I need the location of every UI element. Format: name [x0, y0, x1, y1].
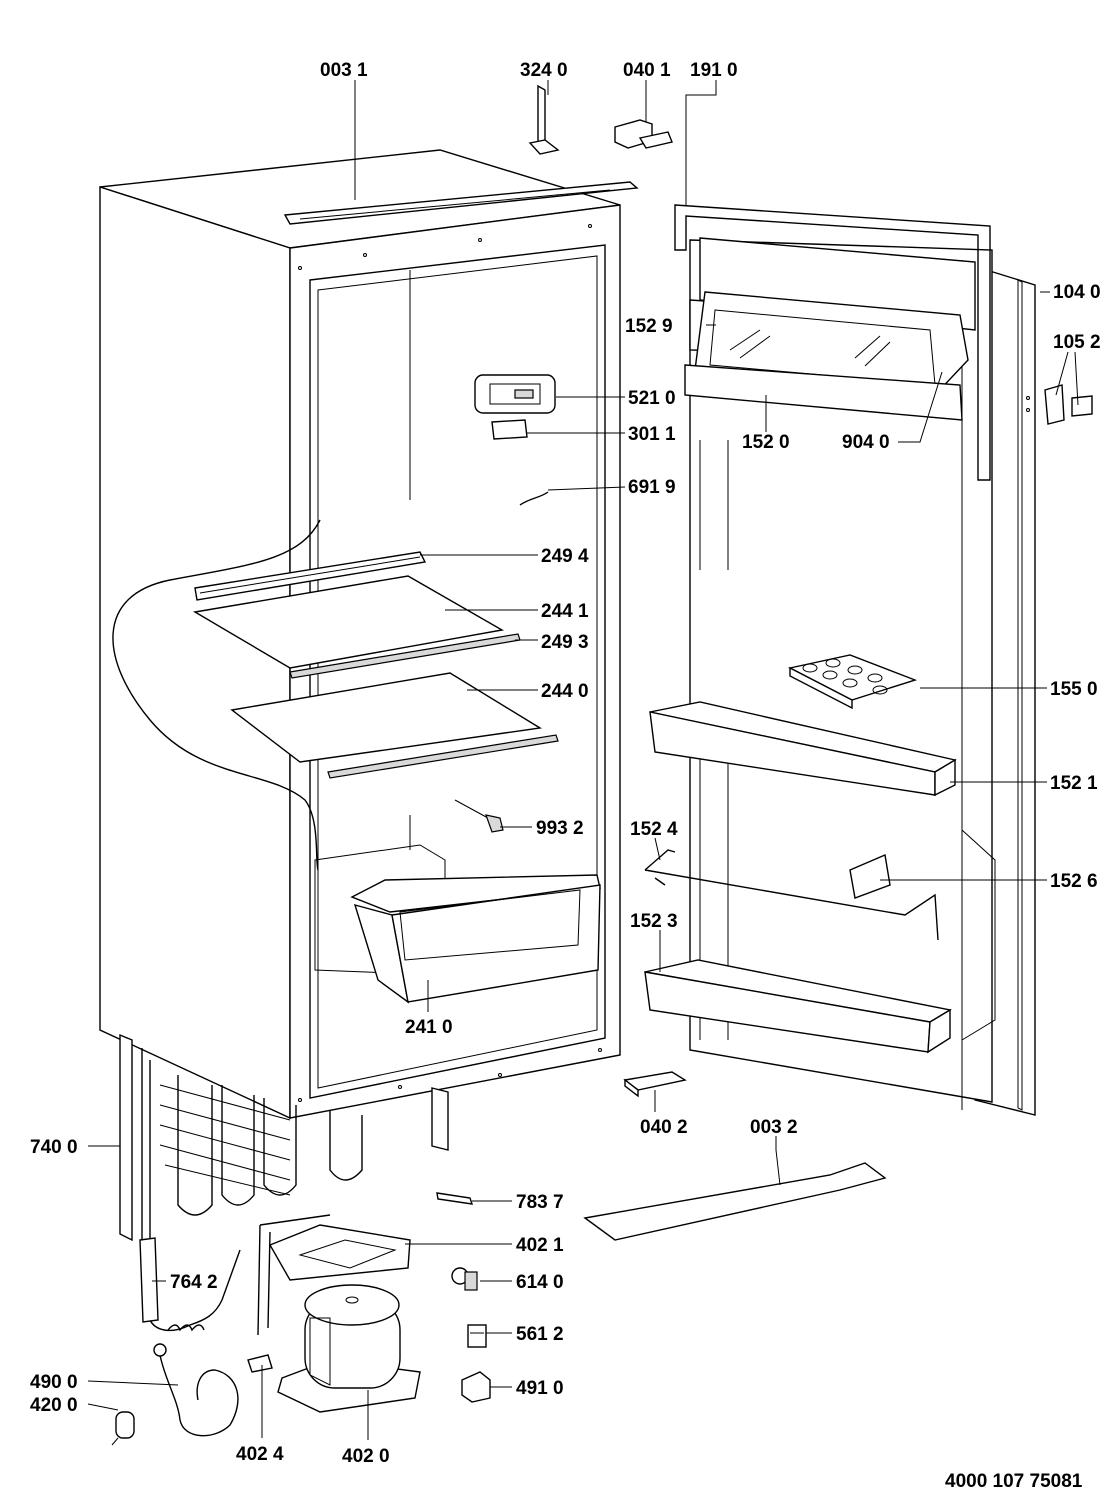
label-5612: 561 2 — [516, 1324, 564, 1345]
label-1524: 152 4 — [630, 819, 678, 840]
label-4910: 491 0 — [516, 1378, 564, 1399]
dairy-compartment — [684, 237, 976, 421]
part-labels: 003 1 324 0 040 1 191 0 104 0 152 9 105 … — [30, 60, 1101, 1492]
coil — [167, 1324, 205, 1332]
label-6919: 691 9 — [628, 477, 676, 498]
relay-cover — [461, 1371, 491, 1403]
label-1040: 104 0 — [1053, 282, 1101, 303]
label-9040: 904 0 — [842, 432, 890, 453]
door-shelf-lower — [644, 959, 952, 1054]
bottle-clip — [849, 854, 891, 899]
relay — [451, 1267, 478, 1291]
leader-lines — [87, 80, 1079, 1440]
upper-hinge — [614, 119, 673, 149]
bottom-trim-strip — [583, 1162, 887, 1241]
glass-shelf-lower — [230, 672, 543, 763]
top-trim-strip — [283, 181, 639, 225]
drip-tray — [257, 1214, 411, 1336]
label-2494: 249 4 — [541, 546, 589, 567]
label-1052: 105 2 — [1053, 332, 1101, 353]
label-1550: 155 0 — [1050, 679, 1098, 700]
label-1520: 152 0 — [742, 432, 790, 453]
label-2441: 244 1 — [541, 601, 589, 622]
drier-filter — [139, 1237, 159, 1323]
label-2440: 244 0 — [541, 681, 589, 702]
compressor-bracket — [247, 1354, 273, 1373]
label-3011: 301 1 — [628, 424, 676, 445]
bottle-rail — [644, 849, 939, 941]
label-1529: 152 9 — [625, 316, 673, 337]
capacitor — [111, 1411, 135, 1446]
egg-tray — [787, 654, 918, 710]
label-6140: 614 0 — [516, 1272, 564, 1293]
label-4021: 402 1 — [516, 1235, 564, 1256]
label-7400: 740 0 — [30, 1137, 78, 1158]
label-2493: 249 3 — [541, 632, 589, 653]
label-0032: 003 2 — [750, 1117, 798, 1138]
hinge-pin — [1026, 384, 1093, 425]
label-9932: 993 2 — [536, 818, 584, 839]
lower-hinge — [623, 1071, 687, 1098]
lamp-assembly — [454, 799, 504, 833]
thermostat-housing — [474, 374, 556, 440]
connector — [436, 1192, 474, 1205]
label-1526: 152 6 — [1050, 871, 1098, 892]
label-1521: 152 1 — [1050, 773, 1098, 794]
label-4200: 420 0 — [30, 1395, 78, 1416]
label-4020: 402 0 — [342, 1446, 390, 1467]
condenser — [119, 1033, 449, 1245]
shelf-front-trim-lower — [327, 734, 559, 779]
label-5210: 521 0 — [628, 388, 676, 409]
power-cord — [153, 1343, 239, 1437]
shelf-rear-trim — [194, 551, 427, 601]
compressor — [277, 1284, 421, 1413]
label-1523: 152 3 — [630, 911, 678, 932]
label-7837: 783 7 — [516, 1192, 564, 1213]
label-1910: 191 0 — [690, 60, 738, 81]
label-4900: 490 0 — [30, 1372, 78, 1393]
label-4024: 402 4 — [236, 1444, 284, 1465]
document-number: 4000 107 75081 — [945, 1471, 1083, 1492]
label-2410: 241 0 — [405, 1017, 453, 1038]
label-7642: 764 2 — [170, 1272, 218, 1293]
label-0401: 040 1 — [623, 60, 671, 81]
overload-protector — [467, 1324, 487, 1348]
glass-shelf-upper — [192, 575, 505, 669]
sensor-wire — [519, 491, 549, 506]
label-0402: 040 2 — [640, 1117, 688, 1138]
label-0031: 003 1 — [320, 60, 368, 81]
clip-part — [528, 84, 560, 155]
door-shelf-upper — [649, 701, 957, 797]
label-3240: 324 0 — [520, 60, 568, 81]
crisper-drawer — [350, 874, 601, 1004]
